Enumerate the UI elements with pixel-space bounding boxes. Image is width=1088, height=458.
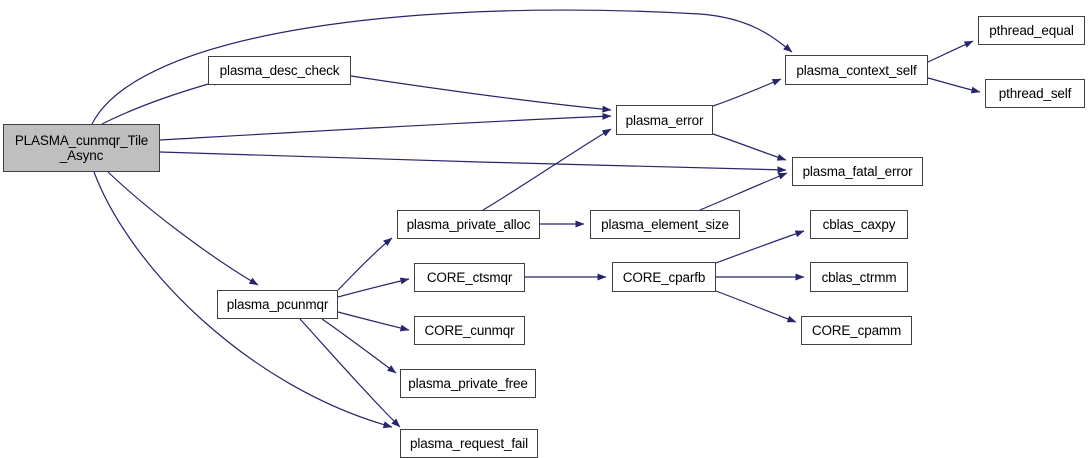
node-cblas_caxpy[interactable]: cblas_caxpy <box>810 210 908 239</box>
node-label: CORE_cunmqr <box>424 323 515 338</box>
node-label: pthread_self <box>998 86 1072 101</box>
edge-plasma_error-to-plasma_fatal_error <box>712 133 787 161</box>
edge-root-to-plasma_request_fail <box>93 171 393 429</box>
node-label: plasma_private_alloc <box>406 217 531 232</box>
node-plasma_element_size[interactable]: plasma_element_size <box>590 210 740 239</box>
node-cblas_ctrmm[interactable]: cblas_ctrmm <box>810 262 908 292</box>
node-plasma_context_self[interactable]: plasma_context_self <box>785 55 928 85</box>
edge-plasma_pcunmqr-to-plasma_private_alloc <box>337 237 393 291</box>
edge-plasma_error-to-plasma_context_self <box>712 78 782 107</box>
edge-root-to-plasma_error <box>159 112 612 141</box>
node-CORE_ctsmqr[interactable]: CORE_ctsmqr <box>414 263 525 292</box>
edge-plasma_desc_check-to-plasma_error <box>350 75 612 113</box>
node-plasma_request_fail[interactable]: plasma_request_fail <box>400 429 538 458</box>
edge-plasma_pcunmqr-to-CORE_ctsmqr <box>337 277 410 298</box>
edge-CORE_cparfb-to-cblas_caxpy <box>715 230 805 264</box>
edge-plasma_context_self-to-pthread_equal <box>927 40 974 63</box>
node-label: cblas_caxpy <box>822 217 896 232</box>
node-label: PLASMA_cunmqr_Tile _Async <box>14 133 149 163</box>
node-plasma_private_free[interactable]: plasma_private_free <box>400 369 536 398</box>
edge-plasma_context_self-to-pthread_self <box>927 77 981 94</box>
node-label: plasma_request_fail <box>410 436 528 451</box>
edges <box>91 9 981 429</box>
node-plasma_desc_check[interactable]: plasma_desc_check <box>208 56 351 85</box>
node-label: CORE_ctsmqr <box>426 270 513 285</box>
edge-plasma_pcunmqr-to-CORE_cunmqr <box>337 311 410 332</box>
node-label: plasma_element_size <box>601 217 729 232</box>
edge-root-to-plasma_desc_check <box>101 78 223 125</box>
node-plasma_private_alloc[interactable]: plasma_private_alloc <box>397 210 540 239</box>
edge-CORE_cparfb-to-CORE_cpamm <box>715 290 797 323</box>
edge-plasma_private_alloc-to-plasma_error <box>482 128 612 211</box>
node-CORE_cparfb[interactable]: CORE_cparfb <box>612 262 716 292</box>
node-label: CORE_cparfb <box>622 269 706 285</box>
node-label: cblas_ctrmm <box>821 269 897 285</box>
edge-root-to-plasma_context_self <box>91 9 793 125</box>
edge-root-to-plasma_pcunmqr <box>107 171 259 286</box>
node-plasma_error[interactable]: plasma_error <box>616 105 713 135</box>
edge-root-to-plasma_fatal_error <box>159 151 787 174</box>
node-label: plasma_desc_check <box>219 63 340 78</box>
node-label: plasma_context_self <box>796 62 917 78</box>
node-label: plasma_fatal_error <box>802 164 913 179</box>
node-pthread_equal[interactable]: pthread_equal <box>978 16 1085 45</box>
node-label: CORE_cpamm <box>811 323 902 338</box>
edge-plasma_pcunmqr-to-plasma_request_fail <box>299 318 401 428</box>
node-plasma_fatal_error[interactable]: plasma_fatal_error <box>792 157 923 186</box>
node-pthread_self[interactable]: pthread_self <box>985 79 1085 108</box>
node-label: plasma_error <box>625 112 704 128</box>
node-CORE_cunmqr[interactable]: CORE_cunmqr <box>414 316 525 345</box>
edge-plasma_element_size-to-plasma_fatal_error <box>699 172 788 211</box>
node-root[interactable]: PLASMA_cunmqr_Tile _Async <box>3 124 160 172</box>
node-plasma_pcunmqr[interactable]: plasma_pcunmqr <box>217 290 338 319</box>
node-label: plasma_pcunmqr <box>226 297 329 312</box>
node-label: plasma_private_free <box>408 376 528 391</box>
node-label: pthread_equal <box>989 23 1074 38</box>
node-CORE_cpamm[interactable]: CORE_cpamm <box>801 316 912 345</box>
edge-plasma_pcunmqr-to-plasma_private_free <box>321 318 397 374</box>
